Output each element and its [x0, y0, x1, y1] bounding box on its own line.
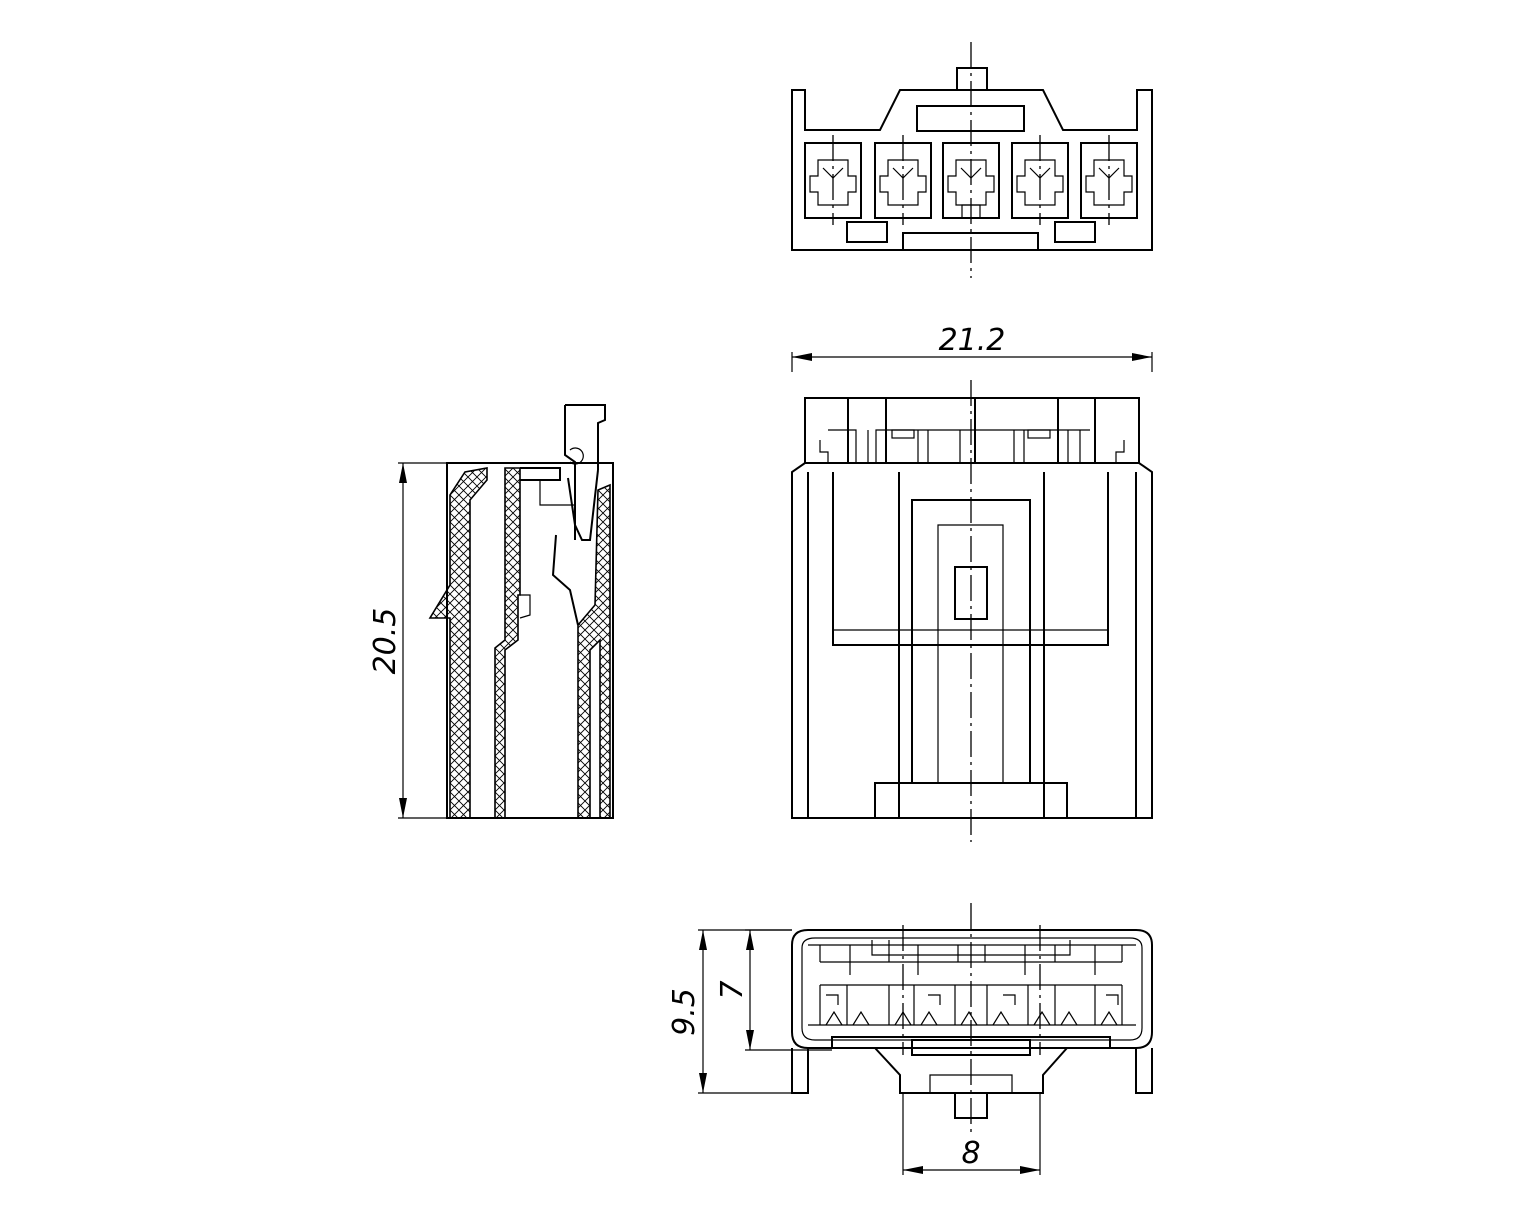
side-section-view [428, 404, 614, 819]
dimension-label-inner-height: 7 [715, 980, 750, 999]
dimension-width-latch: 8 [902, 1093, 1041, 1175]
dimension-height-total: 9.5 [667, 929, 792, 1094]
bottom-view [791, 903, 1153, 1135]
dimension-height-inner: 7 [715, 929, 832, 1051]
dimension-label-total-height: 9.5 [667, 988, 702, 1036]
dimension-label-latch-width: 8 [961, 1136, 980, 1171]
top-view [791, 42, 1153, 278]
dimension-label-height: 20.5 [368, 608, 403, 675]
dimension-label-width: 21.2 [939, 323, 1006, 358]
dimension-width-top: 21.2 [791, 323, 1153, 372]
front-view [791, 380, 1153, 842]
dimension-height-side: 20.5 [368, 462, 447, 819]
